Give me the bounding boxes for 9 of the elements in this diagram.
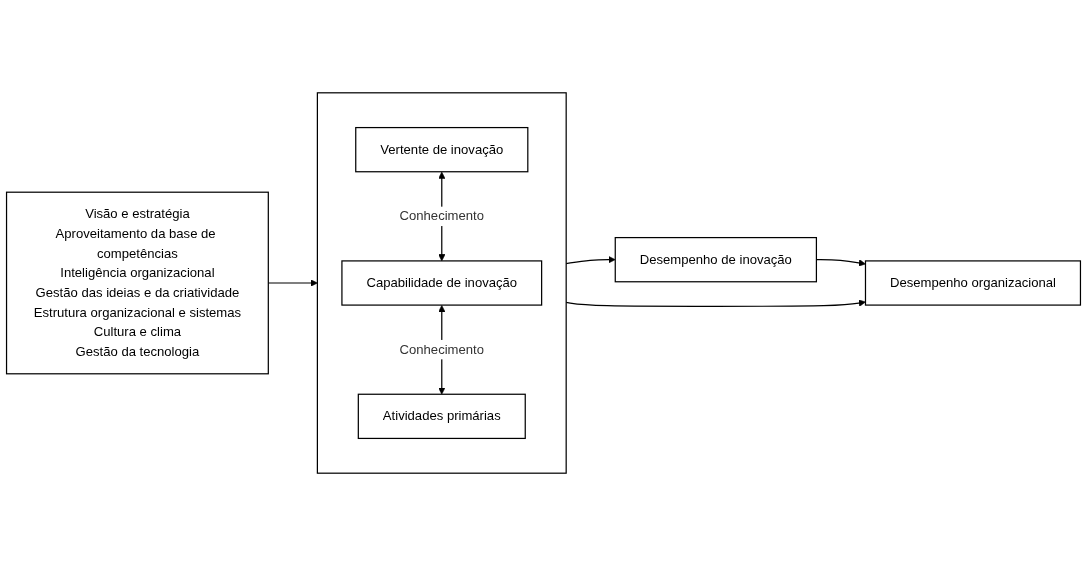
cluster: [316, 92, 567, 474]
node-box: Atividades primárias: [357, 393, 526, 440]
node-box: Visão e estratégia Aproveitamento da base de competências Inteligência organizacional Gestão das ideias e da criatividade Estrutura organizacional e sistemas Cultura e clima Gestão da tecnologia: [5, 191, 269, 375]
node-box: Capabilidade de inovação: [341, 260, 543, 306]
edge-label: Conhecimento: [399, 208, 484, 223]
edge-label: Conhecimento: [399, 342, 484, 357]
node-box: Vertente de inovação: [355, 126, 529, 173]
node-box: Desempenho de inovação: [614, 237, 818, 283]
node-box: Desempenho organizacional: [864, 260, 1082, 306]
